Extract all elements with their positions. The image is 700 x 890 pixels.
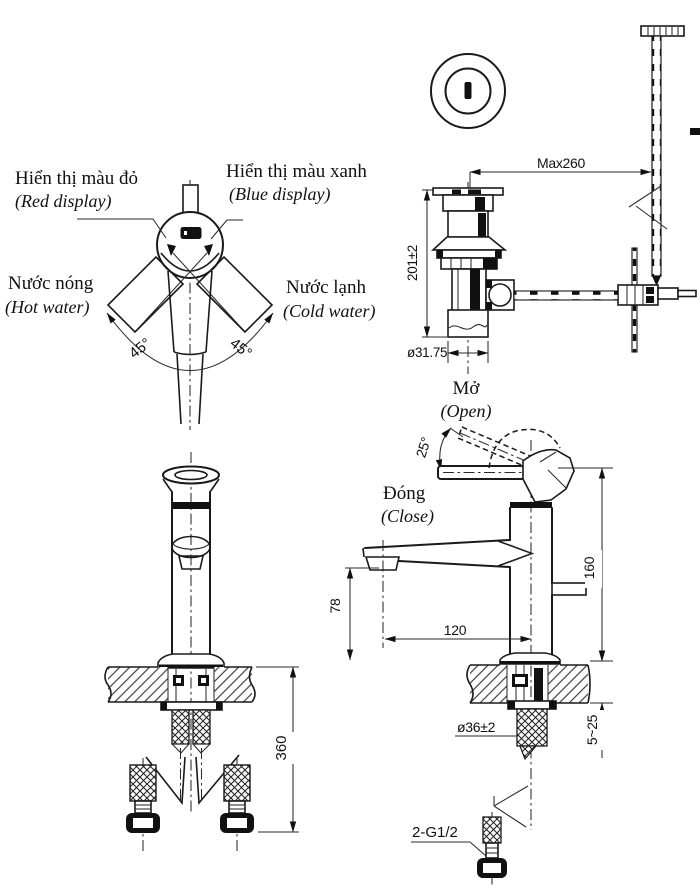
label-hot-water-en: (Hot water) — [5, 297, 90, 318]
drain-top-view — [430, 53, 506, 129]
label-open-en: (Open) — [441, 401, 492, 422]
break-mark-left — [145, 756, 186, 806]
dim-swing-left: 45° — [126, 335, 154, 362]
aerator-front — [171, 535, 211, 559]
threaded-shank — [516, 708, 548, 747]
dim-spout-height: 78 — [327, 598, 343, 613]
pop-up-drain — [422, 168, 652, 374]
side-view — [345, 426, 613, 888]
dim-drain-dia: ø31.75 — [407, 345, 447, 360]
body-band — [172, 502, 210, 509]
label-hot-water-vi: Nước nóng — [8, 273, 94, 294]
label-cold-water-vi: Nước lạnh — [286, 277, 366, 298]
label-blue-display-vi: Hiển thị màu xanh — [226, 161, 367, 182]
blue-display-leader — [210, 219, 243, 240]
aerator-side — [364, 556, 401, 571]
side-hose-end — [477, 812, 507, 888]
handle-knob — [156, 211, 224, 279]
dim-drain-height: 201±2 — [405, 245, 420, 281]
drain-slot — [464, 82, 472, 99]
front-view — [104, 452, 299, 852]
red-display-leader — [77, 218, 167, 239]
dim-hose-length: 360 — [273, 735, 290, 760]
top-view — [77, 180, 274, 430]
clipped-element — [690, 128, 700, 135]
red-indicator-arrow — [167, 244, 176, 256]
dim-hole-dia: ø36±2 — [457, 719, 496, 735]
dim-swing-right: 45° — [227, 335, 255, 362]
temperature-display — [180, 227, 202, 239]
mounting-hardware — [145, 701, 240, 806]
label-cold-water-en: (Cold water) — [283, 301, 376, 322]
spout-joint-chevron — [497, 540, 535, 567]
blue-indicator-arrow — [204, 244, 213, 256]
label-red-display-vi: Hiển thị màu đỏ — [15, 168, 138, 189]
dim-spout-reach: 120 — [444, 622, 467, 638]
label-blue-display-en: (Blue display) — [229, 184, 330, 205]
counter-side — [466, 664, 591, 704]
side-tab — [551, 582, 587, 596]
lift-rod — [617, 25, 700, 353]
dim-total-height: 160 — [581, 556, 597, 579]
label-red-display-en: (Red display) — [15, 191, 111, 212]
dim-handle-angle: 25° — [413, 435, 434, 459]
label-close-vi: Đóng — [383, 483, 426, 504]
counter-front — [104, 666, 256, 703]
label-open-vi: Mở — [453, 378, 481, 399]
pivot-rod — [513, 290, 619, 301]
supply-hoses — [126, 758, 254, 852]
label-close-en: (Close) — [381, 506, 434, 527]
dim-deck-thickness: 5~25 — [584, 714, 600, 745]
body-top — [510, 502, 552, 508]
handle-grip — [522, 448, 575, 503]
text-layer: Hiển thị màu đỏ (Red display) Hiển thị m… — [5, 155, 605, 841]
lift-rod-handle — [640, 25, 685, 37]
swing-arc — [106, 312, 274, 372]
dim-thread: 2-G1/2 — [412, 824, 458, 841]
dim-max-reach: Max260 — [537, 155, 586, 171]
